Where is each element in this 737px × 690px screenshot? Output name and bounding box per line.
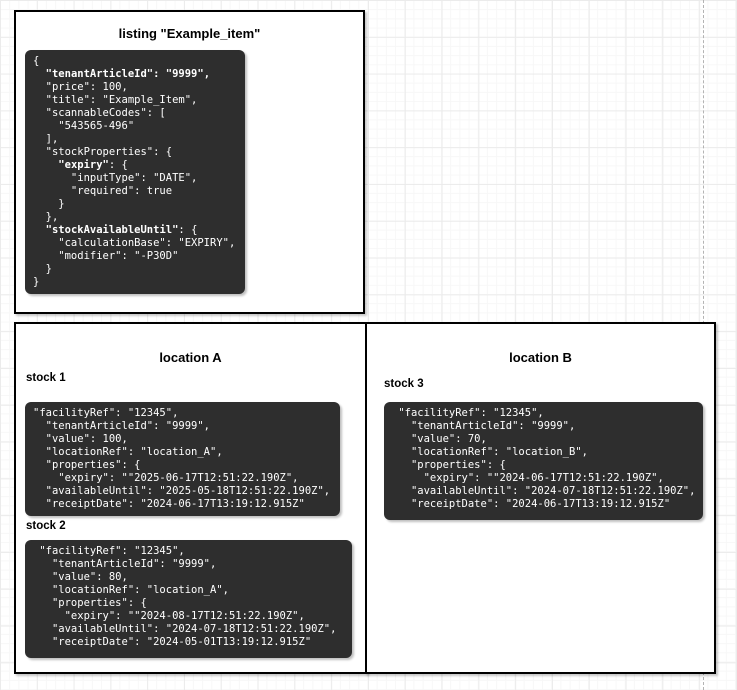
stock-1-label: stock 1 xyxy=(26,372,66,384)
stock-3-label: stock 3 xyxy=(384,378,424,390)
stock-2-json-code-block[interactable]: "facilityRef": "12345", "tenantArticleId… xyxy=(25,540,352,658)
listing-json-code-block[interactable]: { "tenantArticleId": "9999", "price": 10… xyxy=(25,50,245,294)
location-a-title: location A xyxy=(159,350,222,365)
listing-box-title: listing "Example_item" xyxy=(118,26,261,41)
location-a-box[interactable]: location A stock 1 "facilityRef": "12345… xyxy=(14,322,367,674)
location-b-box[interactable]: location B stock 3 "facilityRef": "12345… xyxy=(365,322,716,674)
stock-2-label: stock 2 xyxy=(26,520,66,532)
stock-1-json-code-block[interactable]: "facilityRef": "12345", "tenantArticleId… xyxy=(25,402,340,516)
stock-3-json-code-block[interactable]: "facilityRef": "12345", "tenantArticleId… xyxy=(384,402,703,520)
listing-example-item-box[interactable]: listing "Example_item" { "tenantArticleI… xyxy=(14,10,365,314)
location-b-title: location B xyxy=(509,350,572,365)
